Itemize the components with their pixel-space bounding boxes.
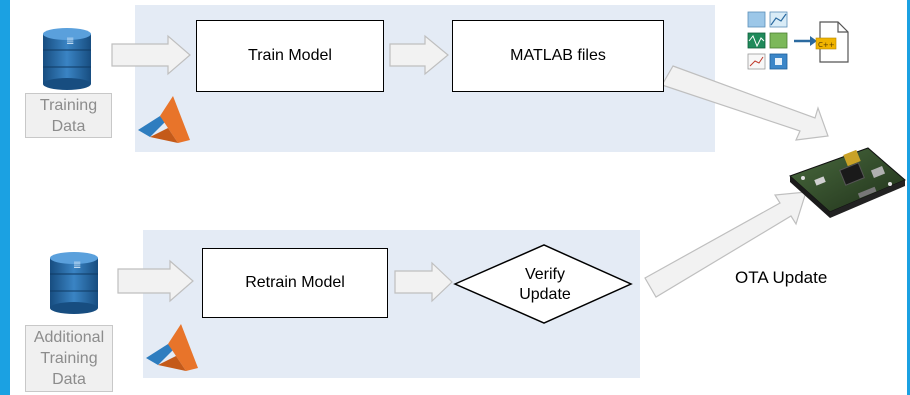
train-model-box: Train Model (196, 20, 384, 92)
accent-bar-left (0, 0, 10, 395)
train-model-label: Train Model (248, 47, 332, 64)
arrow-right (394, 261, 453, 303)
arrow-diagonal (644, 191, 807, 298)
database-icon: ≣ (43, 28, 91, 90)
svg-text:≣: ≣ (73, 260, 81, 271)
additional-training-data-text: Additional Training Data (33, 329, 105, 388)
embedded-board-icon (789, 147, 906, 218)
training-data-text: Training Data (39, 96, 98, 135)
c-file-icon: C++ (815, 21, 849, 63)
code-generation-icon (747, 11, 817, 70)
arrow-right (117, 259, 194, 303)
additional-training-data-label: Additional Training Data (25, 325, 113, 392)
flow-arrows (111, 34, 829, 303)
verify-update-label: Verify Update (519, 266, 571, 303)
ota-update-label: OTA Update (735, 268, 828, 287)
matlab-files-label: MATLAB files (510, 47, 606, 64)
arrow-right (389, 34, 449, 76)
svg-text:≣: ≣ (66, 36, 74, 47)
matlab-files-box: MATLAB files (452, 20, 664, 92)
verify-update-diamond (453, 244, 633, 324)
svg-text:C++: C++ (818, 41, 835, 49)
retrain-model-label: Retrain Model (245, 274, 345, 291)
matlab-logo-icon (138, 96, 190, 143)
training-data-label: Training Data (25, 93, 112, 138)
matlab-logo-icon (146, 324, 198, 371)
arrow-right (111, 34, 191, 76)
accent-bar-right (907, 0, 910, 395)
retrain-model-box: Retrain Model (202, 248, 388, 318)
arrow-diagonal (661, 65, 829, 141)
database-icon: ≣ (50, 252, 98, 314)
